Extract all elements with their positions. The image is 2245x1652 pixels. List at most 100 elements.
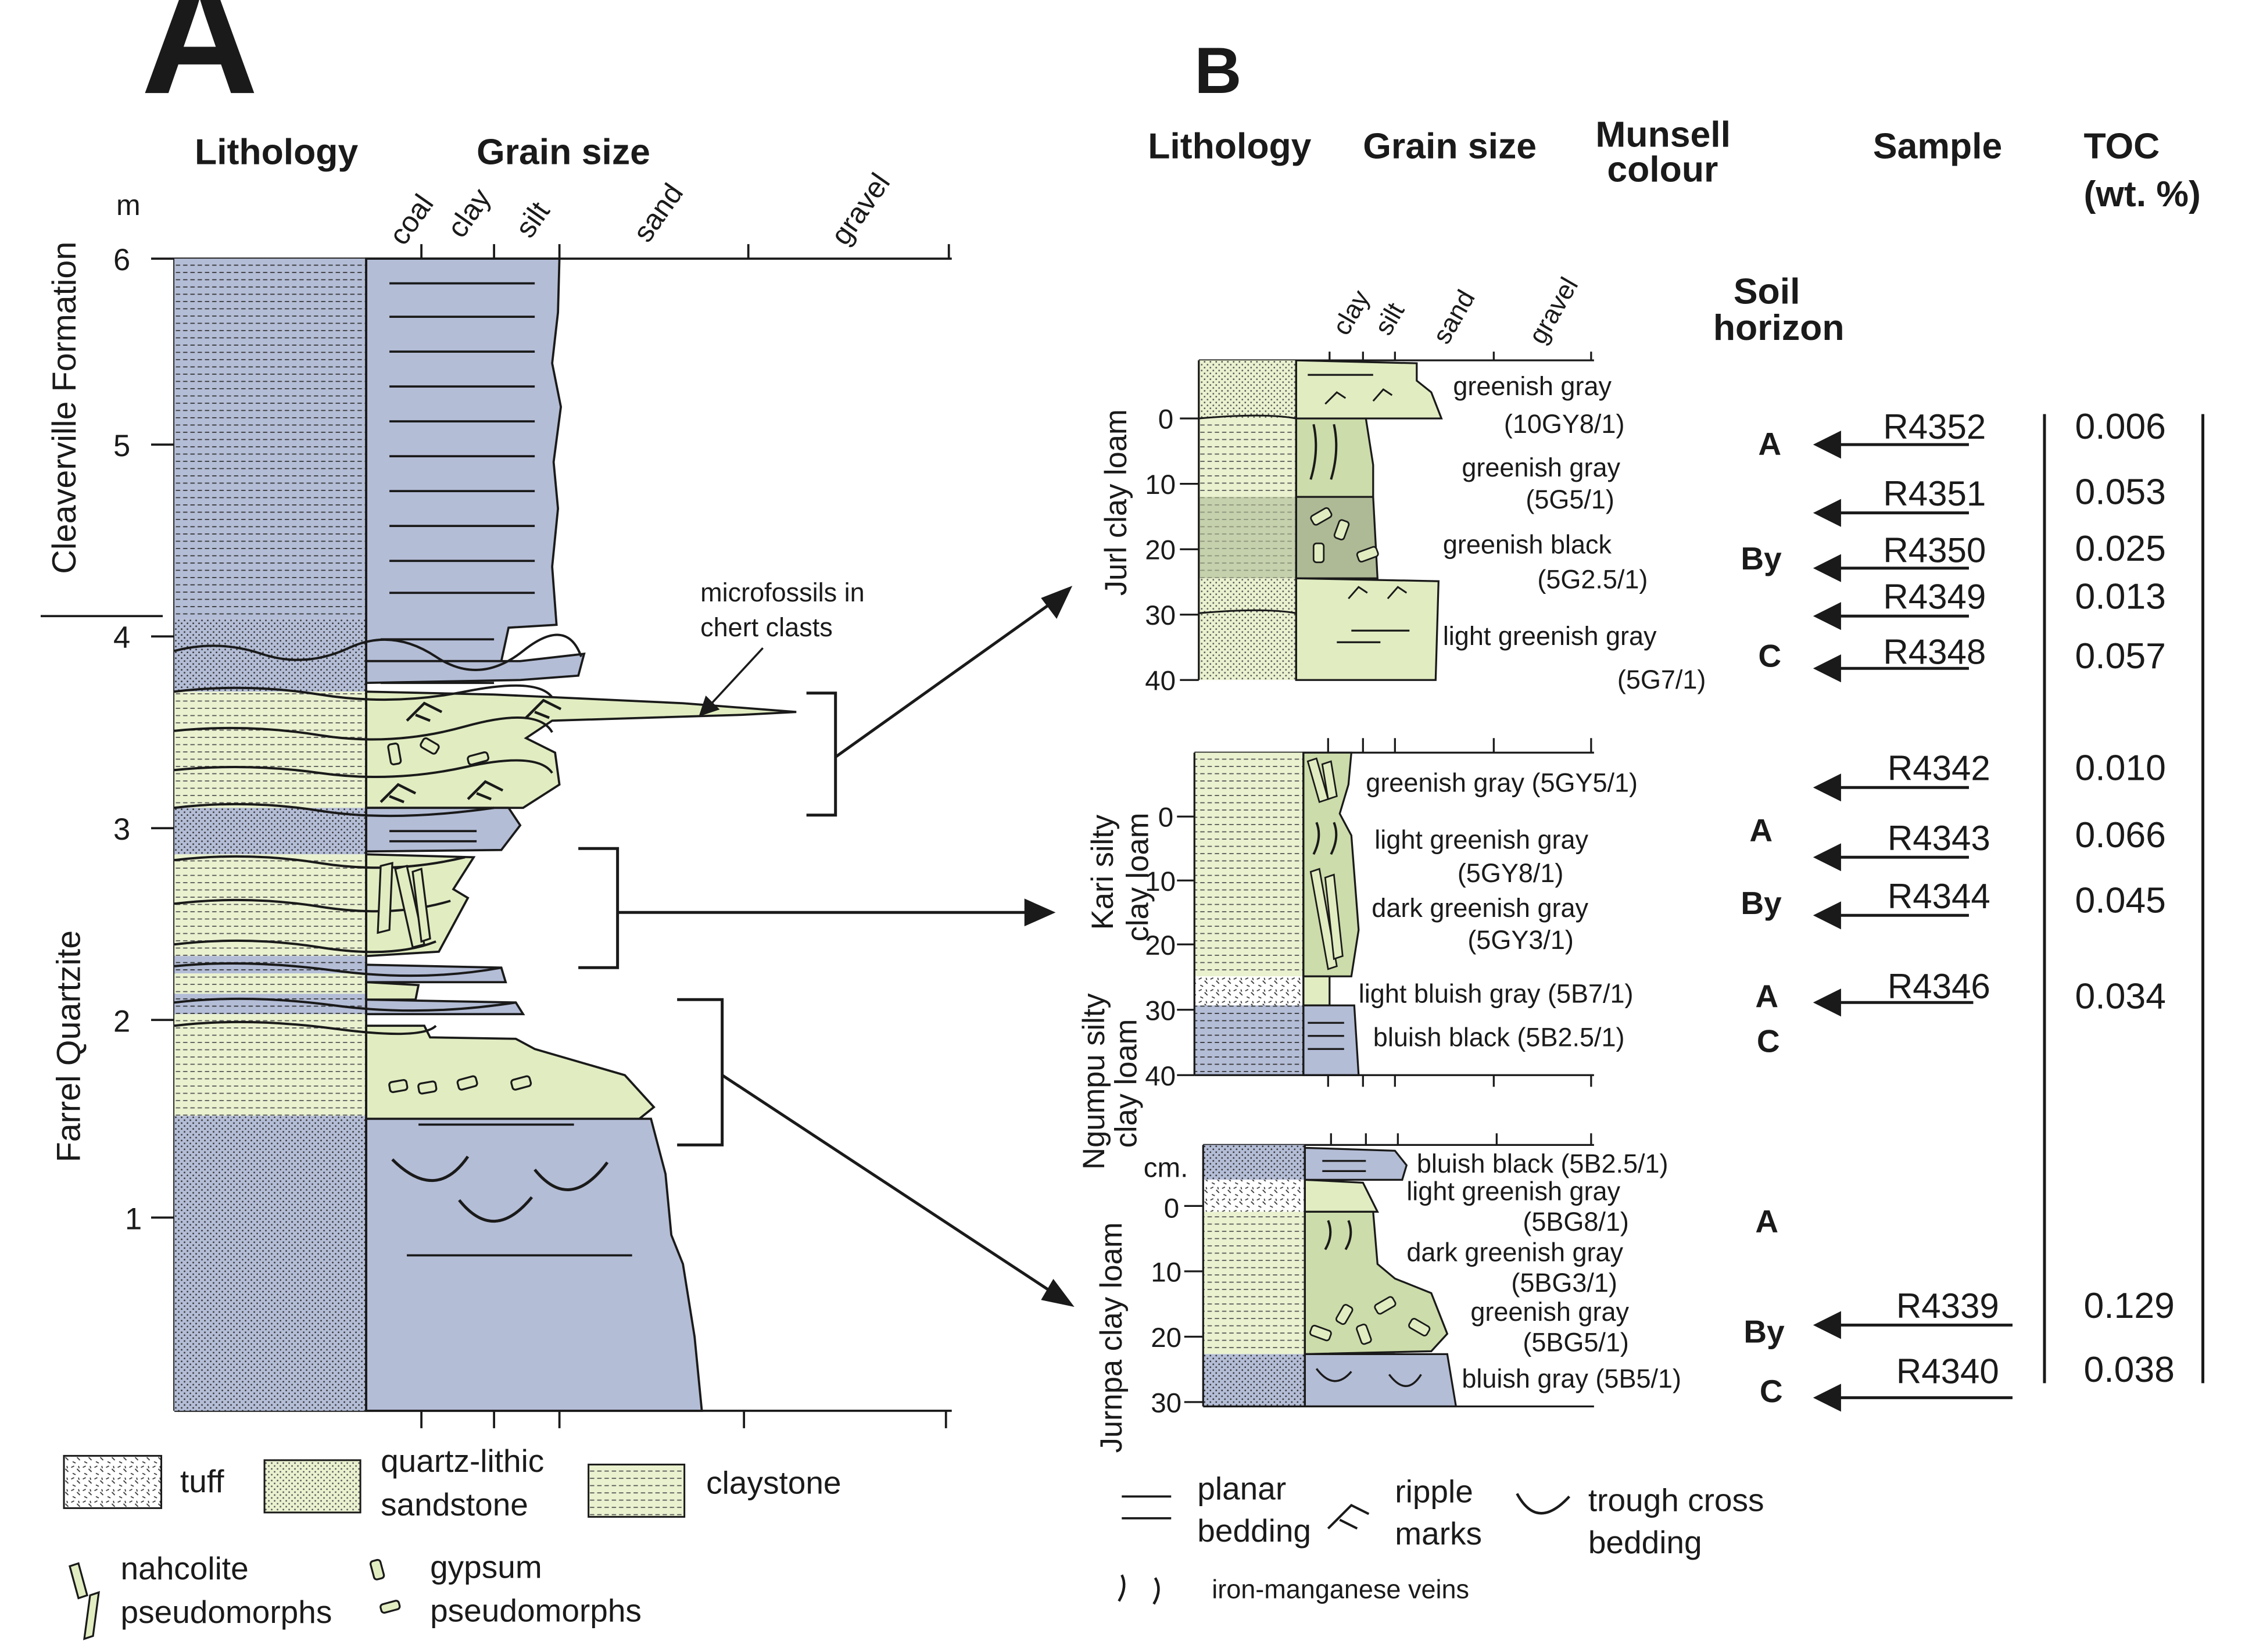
profile-kari [1177, 738, 1594, 1087]
jurl-horizon-by: By [1741, 540, 1782, 576]
kari-horizon-by: By [1741, 885, 1782, 921]
jurnpa-depth-10: 10 [1151, 1257, 1181, 1288]
toc-value: 0.057 [2075, 636, 2165, 676]
sample-id: R4342 [1888, 749, 1990, 788]
jurl-depth-20: 20 [1145, 535, 1176, 566]
legend-tuff-swatch [63, 1454, 163, 1509]
a-lithology-column [174, 259, 367, 1411]
legend-iron-manganese-veins-icon [1118, 1574, 1160, 1605]
b-soil-horizon-header-2: horizon [1713, 307, 1845, 348]
jurnpa-depth-0: 0 [1164, 1193, 1179, 1224]
jurnpa-horizon-by: By [1743, 1313, 1785, 1349]
legend-tuff-label: tuff [180, 1463, 224, 1499]
legend-sandstone-label-2: sandstone [381, 1486, 528, 1522]
a-gs-clay: clay [441, 182, 497, 243]
jurl-depth-10: 10 [1145, 470, 1176, 500]
toc-value: 0.038 [2083, 1349, 2174, 1390]
jurl-colour-2b: (5G5/1) [1526, 485, 1614, 514]
jurl-depth-30: 30 [1145, 600, 1176, 631]
a-top-axis [174, 244, 952, 260]
b-toc-header-2: (wt. %) [2083, 174, 2200, 214]
jurl-colour-4a: light greenish gray [1443, 621, 1657, 651]
sample-id: R4349 [1883, 578, 1986, 617]
a-gs-gravel: gravel [824, 167, 896, 251]
a-bottom-axis [174, 1410, 952, 1428]
legend-trough-label-2: bedding [1588, 1524, 1702, 1560]
sample-id: R4340 [1896, 1352, 1999, 1391]
a-depth-4: 4 [113, 621, 130, 655]
b-toc-header-1: TOC [2083, 126, 2160, 167]
legend-gypsum-label-2: pseudomorphs [430, 1592, 642, 1628]
legend-ripple-marks-icon [1327, 1503, 1370, 1530]
kari-horizon-a: A [1749, 812, 1773, 848]
ngumpu-profile-name-2: clay loam [1109, 1019, 1143, 1148]
kari-profile-name-1: Kari silty [1086, 814, 1120, 930]
a-grain-profile [365, 257, 797, 1412]
toc-value: 0.053 [2075, 472, 2165, 513]
kari-colour-4: light bluish gray (5B7/1) [1359, 979, 1634, 1008]
kari-depth-30: 30 [1145, 995, 1176, 1026]
panel-b-letter: B [1194, 34, 1241, 107]
a-brackets [578, 691, 837, 1146]
kari-colour-3b: (5GY3/1) [1467, 925, 1574, 955]
legend-trough-label-1: trough cross [1588, 1482, 1764, 1518]
jurnpa-colour-2a: light greenish gray [1406, 1176, 1620, 1206]
toc-value: 0.045 [2075, 880, 2165, 920]
a-gs-silt: silt [509, 196, 556, 243]
legend-panel-a: tuff quartz-lithic sandstone claystone n… [63, 1443, 842, 1640]
legend-nahcolite-label-2: pseudomorphs [121, 1594, 332, 1630]
b-gs-gravel: gravel [1523, 272, 1584, 349]
sample-id: R4352 [1883, 407, 1986, 446]
a-ripple-marks [379, 698, 562, 804]
legend-gypsum-icon [369, 1558, 401, 1614]
jurnpa-horizon-c: C [1760, 1373, 1783, 1409]
kari-colour-1: greenish gray (5GY5/1) [1366, 768, 1638, 798]
microfossils-annotation-line2: chert clasts [700, 612, 833, 642]
profile-jurnpa [1184, 1133, 1594, 1408]
jurnpa-profile-name: Jurnpa clay loam [1094, 1223, 1129, 1453]
jurnpa-colour-3a: dark greenish gray [1406, 1237, 1623, 1267]
toc-value: 0.066 [2075, 815, 2165, 855]
jurnpa-depth-20: 20 [1151, 1323, 1181, 1353]
jurnpa-colour-2b: (5BG8/1) [1523, 1207, 1629, 1237]
a-trough-cross-bedding [391, 1155, 609, 1223]
connector-arrows [617, 586, 1075, 1307]
ngumpu-horizon-c: C [1757, 1023, 1780, 1059]
microfossils-arrow [699, 647, 764, 716]
microfossils-annotation-line1: microfossils in [700, 578, 865, 607]
a-depth-1: 1 [125, 1202, 142, 1236]
toc-value: 0.010 [2075, 748, 2165, 789]
panel-a-unit: m [116, 189, 141, 221]
sample-id: R4346 [1888, 967, 1990, 1006]
legend-sandstone-label-1: quartz-lithic [381, 1443, 544, 1479]
jurl-horizon-a: A [1758, 426, 1781, 462]
legend-gypsum-label-1: gypsum [430, 1549, 542, 1585]
kari-depth-0: 0 [1158, 802, 1173, 833]
kari-colour-5: bluish black (5B2.5/1) [1373, 1022, 1625, 1052]
jurnpa-colour-3b: (5BG3/1) [1511, 1268, 1617, 1298]
jurl-profile-name: Jurl clay loam [1099, 409, 1133, 596]
legend-planar-label-1: planar [1197, 1470, 1286, 1506]
toc-brackets [2043, 414, 2204, 1384]
a-wavy-boundaries [174, 633, 583, 1035]
sample-arrows [1813, 431, 2013, 1412]
toc-value: 0.006 [2075, 406, 2165, 447]
jurnpa-depth-30: 30 [1151, 1388, 1181, 1418]
legend-trough-cross-bedding-icon [1516, 1493, 1571, 1515]
b-gs-sand: sand [1427, 285, 1481, 349]
jurl-depth-0: 0 [1158, 404, 1173, 435]
jurl-colour-3a: greenish black [1443, 530, 1612, 560]
panel-a-grainsize-header: Grain size [477, 132, 650, 173]
a-depth-2: 2 [113, 1004, 130, 1038]
a-planar-bedding [381, 282, 632, 1257]
jurnpa-colour-4b: (5BG5/1) [1523, 1327, 1629, 1357]
b-gs-clay: clay [1326, 285, 1375, 340]
legend-ripple-label-1: ripple [1395, 1473, 1473, 1509]
legend-planar-label-2: bedding [1197, 1513, 1311, 1549]
jurnpa-colour-4a: greenish gray [1470, 1297, 1629, 1327]
kari-colour-2a: light greenish gray [1374, 825, 1588, 854]
panel-a-lithology-header: Lithology [195, 132, 358, 173]
a-depth-3: 3 [113, 812, 130, 847]
legend-ripple-label-2: marks [1395, 1515, 1482, 1551]
